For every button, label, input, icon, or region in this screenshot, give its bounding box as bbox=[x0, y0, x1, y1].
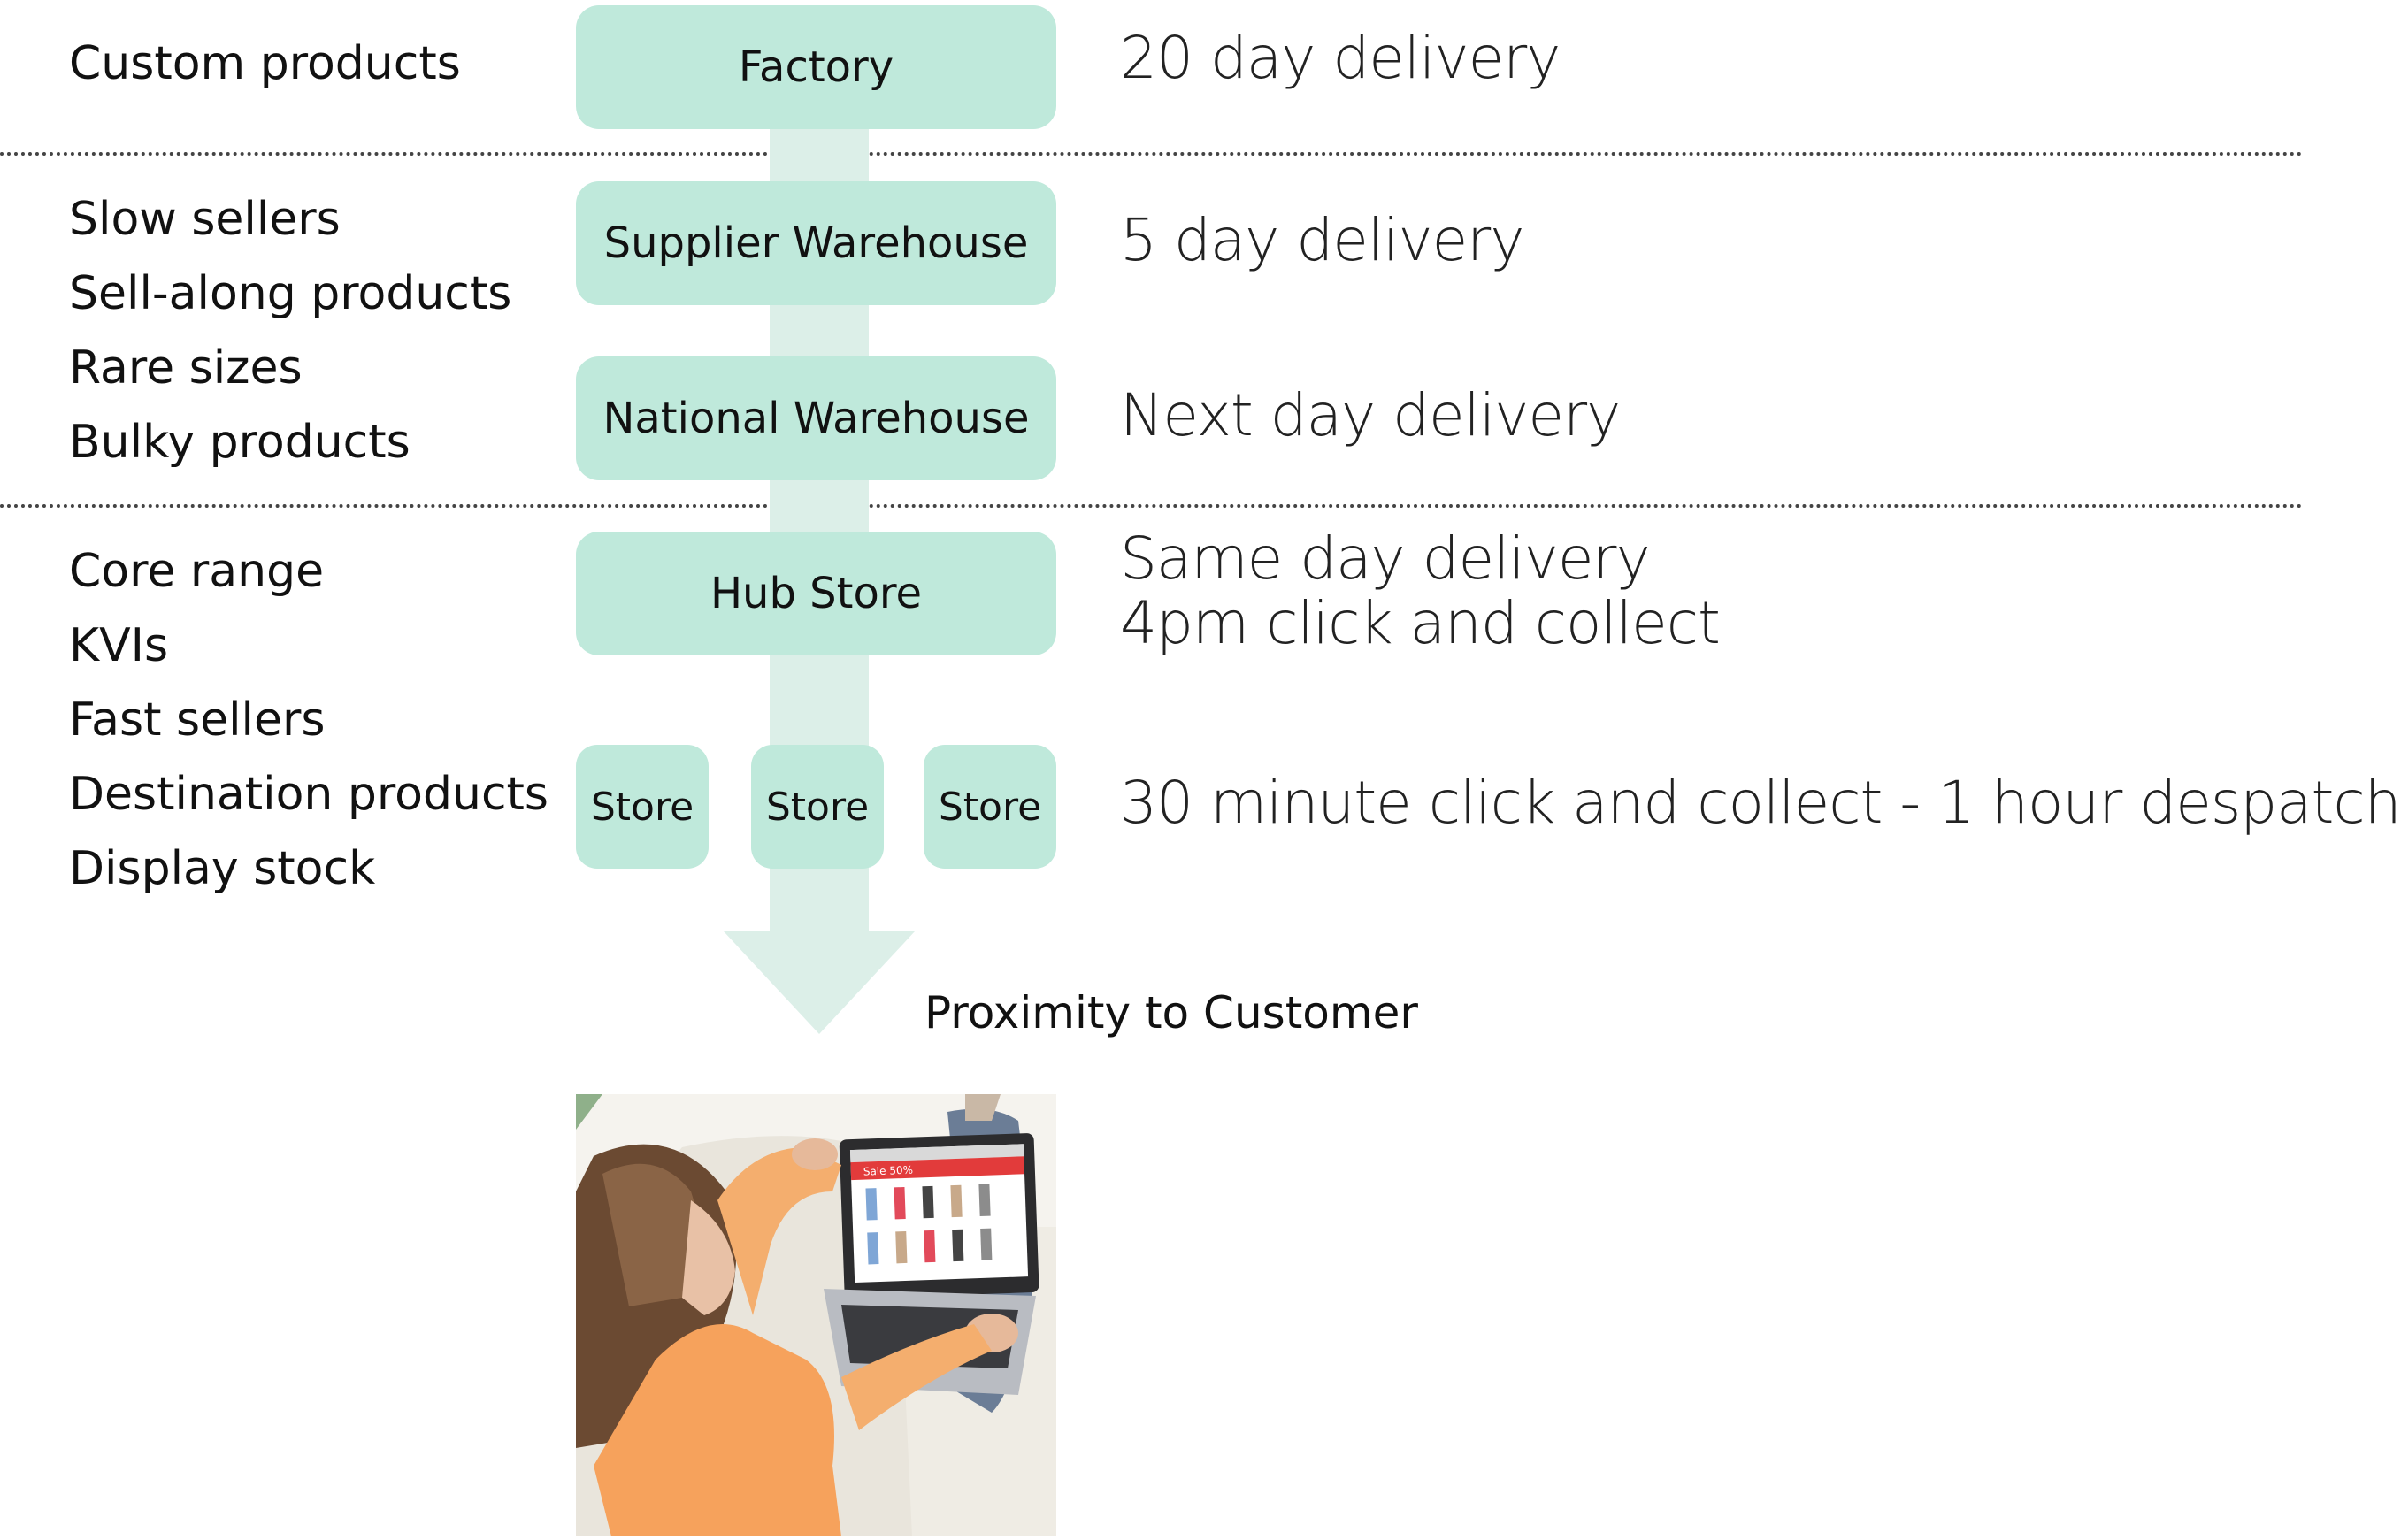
label-rare-sizes: Rare sizes bbox=[69, 341, 303, 395]
delivery-supplier: 5 day delivery bbox=[1120, 206, 1524, 274]
label-fast-sellers: Fast sellers bbox=[69, 693, 326, 747]
label-display-stock: Display stock bbox=[69, 842, 376, 895]
label-bulky-products: Bulky products bbox=[69, 416, 410, 469]
proximity-label: Proximity to Customer bbox=[924, 987, 1418, 1038]
delivery-factory: 20 day delivery bbox=[1120, 24, 1561, 92]
label-sell-along-products: Sell-along products bbox=[69, 267, 512, 320]
tier-divider-top bbox=[0, 152, 2304, 156]
node-store: Store bbox=[576, 745, 709, 869]
label-core-range: Core range bbox=[69, 545, 325, 598]
node-store: Store bbox=[924, 745, 1056, 869]
delivery-hub-line1: Same day delivery bbox=[1120, 525, 1651, 593]
node-factory: Factory bbox=[576, 5, 1056, 129]
node-national-warehouse: National Warehouse bbox=[576, 356, 1056, 480]
tier-divider-bottom bbox=[0, 504, 2304, 508]
proximity-arrow-head bbox=[724, 931, 915, 1034]
delivery-hub-line2: 4pm click and collect bbox=[1120, 588, 1721, 657]
label-destination-products: Destination products bbox=[69, 768, 549, 821]
label-slow-sellers: Slow sellers bbox=[69, 193, 341, 246]
delivery-store: 30 minute click and collect - 1 hour des… bbox=[1120, 769, 2401, 837]
customer-photo-illustration: Sale 50% bbox=[576, 1094, 1056, 1536]
node-store: Store bbox=[751, 745, 884, 869]
label-custom-products: Custom products bbox=[69, 37, 461, 90]
label-kvis: KVIs bbox=[69, 619, 169, 672]
node-hub-store: Hub Store bbox=[576, 532, 1056, 655]
customer-laptop-photo: Sale 50% bbox=[576, 1094, 1056, 1536]
delivery-national: Next day delivery bbox=[1120, 381, 1621, 449]
screen-sale-banner: Sale 50% bbox=[863, 1164, 914, 1178]
delivery-hub: Same day delivery 4pm click and collect bbox=[1120, 525, 1721, 657]
node-supplier-warehouse: Supplier Warehouse bbox=[576, 181, 1056, 305]
